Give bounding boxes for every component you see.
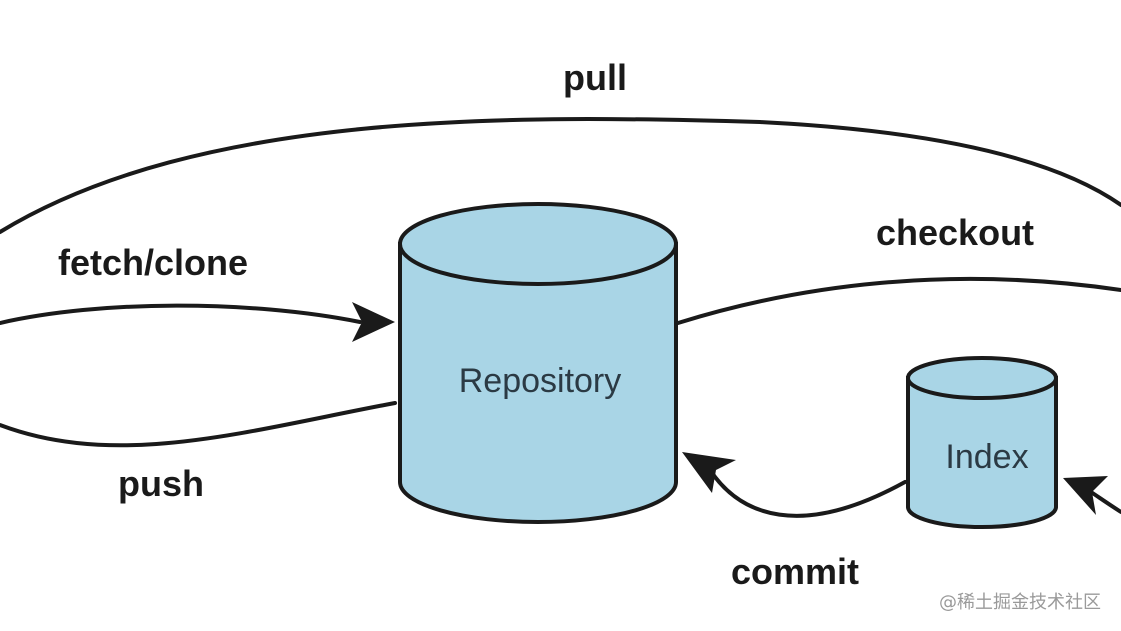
checkout-label: checkout: [876, 212, 1034, 253]
pull-label: pull: [563, 57, 627, 98]
repository-node: Repository: [398, 202, 678, 524]
push-label: push: [118, 463, 204, 504]
repository-label: Repository: [459, 362, 622, 400]
fetch-clone-arrowhead: [352, 302, 395, 342]
checkout-arrow-path: [676, 276, 1121, 325]
fetch-clone-arrow-path: [0, 303, 362, 325]
push-arrow-path: [0, 401, 397, 448]
index-cylinder-top: [906, 356, 1058, 400]
index-incoming-arrowhead: [1063, 476, 1108, 515]
index-cylinder-body: [906, 376, 1058, 529]
commit-label: commit: [731, 551, 859, 592]
repository-cylinder-top: [398, 202, 678, 286]
commit-arrow-path: [708, 468, 907, 518]
commit-arrowhead: [682, 452, 736, 493]
index-node: Index: [906, 356, 1058, 529]
fetch-clone-label: fetch/clone: [58, 242, 248, 283]
pull-arrow-path: [0, 117, 1121, 234]
watermark-text: @稀土掘金技术社区: [939, 592, 1101, 613]
index-label: Index: [945, 438, 1028, 476]
repository-cylinder-body: [398, 242, 678, 524]
